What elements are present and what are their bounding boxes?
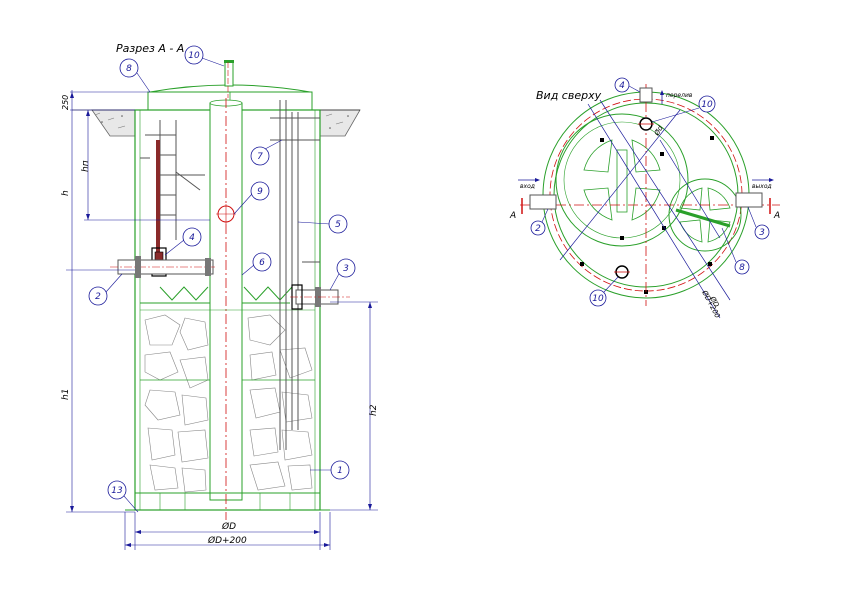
- topview-title: Вид сверху: [536, 89, 602, 102]
- top-dim-lines: [559, 99, 731, 319]
- callout-7: 7: [257, 152, 263, 162]
- callout-8: 8: [126, 64, 132, 74]
- dimension-arrows: [70, 92, 372, 547]
- callout-10: 10: [188, 51, 200, 61]
- section-mark-right: А: [773, 211, 780, 221]
- section-mark-left: А: [509, 211, 516, 221]
- label-outlet: выход: [752, 183, 772, 190]
- callout-1: 1: [337, 466, 343, 476]
- dim-h1: h1: [61, 389, 71, 400]
- callout-2: 2: [95, 292, 101, 302]
- label-overflow: перелив: [666, 92, 693, 99]
- dim-h2: h2: [369, 404, 379, 416]
- callout-5: 5: [335, 220, 341, 230]
- dim-d: ØD: [221, 521, 236, 532]
- callout-3: 3: [343, 264, 349, 274]
- callout-13: 13: [111, 486, 123, 496]
- hatch-segments-1: [583, 139, 661, 221]
- dimension-lines: [66, 90, 378, 550]
- section-title: Разрез А - А: [116, 42, 184, 55]
- callouts-top: 4 10 2 3 8 10: [530, 77, 770, 307]
- dim-d200: ØD+200: [207, 535, 247, 546]
- callout-top-2: 2: [535, 224, 541, 234]
- top-view: Вид сверху вход выход перелив А А ØD ØD+…: [509, 77, 780, 320]
- top-dim-dd: Ød: [652, 124, 665, 138]
- left-internals: [140, 120, 205, 240]
- dim-h: h: [61, 190, 71, 196]
- label-inlet: вход: [520, 183, 535, 190]
- soil-right: [319, 109, 361, 137]
- stone-fill: [144, 314, 313, 493]
- callout-top-8: 8: [739, 263, 745, 273]
- callout-6: 6: [259, 258, 265, 268]
- callout-top-3: 3: [759, 228, 765, 238]
- section-view: Разрез А - А 250 hп h h1 h2 ØD ØD+200 8 …: [61, 42, 379, 550]
- callout-top-10a: 10: [701, 100, 713, 110]
- callout-top-4: 4: [619, 81, 625, 91]
- dim-hn: hп: [81, 160, 91, 172]
- callout-top-10b: 10: [592, 294, 604, 304]
- callout-9: 9: [257, 187, 263, 197]
- callouts-section: 8 10 7 9 4 5 6 2 3: [88, 45, 356, 513]
- soil-left: [91, 109, 136, 137]
- dim-250: 250: [61, 95, 70, 110]
- callout-4: 4: [189, 233, 195, 243]
- right-ladder: [270, 100, 320, 450]
- hatch-segments-2: [679, 187, 731, 243]
